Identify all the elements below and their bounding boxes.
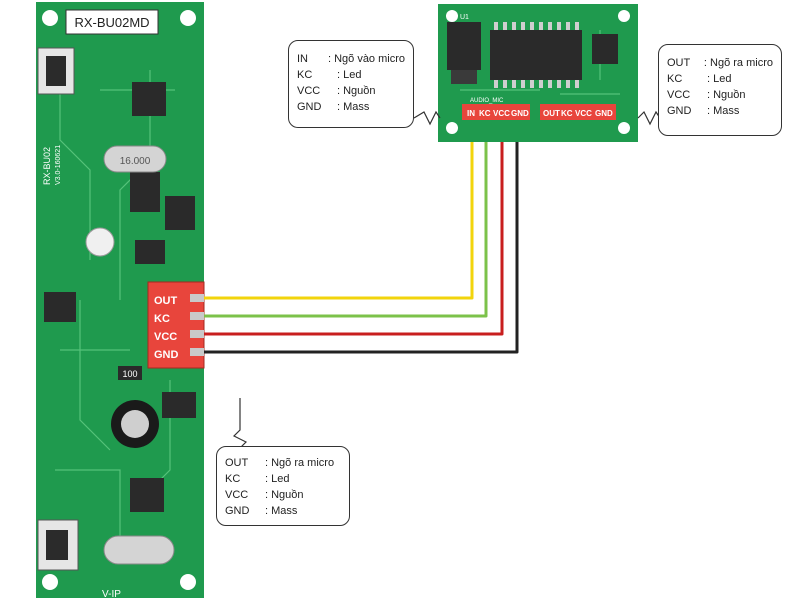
- legend-value: : Nguồn: [265, 489, 304, 501]
- input-header: [462, 104, 530, 120]
- silk-label: AUDIO_MIC: [470, 98, 504, 104]
- ic-chip: [130, 172, 160, 212]
- wire-kc: [204, 120, 488, 318]
- regulator-tab: [451, 70, 477, 84]
- ic-pins: [494, 22, 579, 88]
- in-pin-vcc: VCC: [493, 109, 510, 118]
- legend-key: VCC: [297, 85, 321, 97]
- legend-value: : Nguồn: [337, 85, 376, 97]
- legend-value: : Led: [707, 73, 732, 85]
- legend-value: : Led: [265, 473, 290, 485]
- model-label-box: [65, 9, 159, 35]
- mount-hole: [42, 10, 58, 26]
- legend-key: VCC: [225, 489, 249, 501]
- ic-chip: [132, 82, 166, 116]
- mount-hole: [180, 574, 196, 590]
- regulator: [447, 22, 481, 70]
- pointer-output-right: [637, 110, 661, 126]
- legend-key: VCC: [667, 89, 691, 101]
- output-header: [540, 104, 616, 120]
- in-pin-gnd: GND: [511, 109, 529, 118]
- wires: [204, 120, 519, 354]
- callout-input-legend: IN : Ngõ vào micro KC : Led VCC : Nguồn GND…: [288, 40, 414, 128]
- out-pin-gnd: GND: [595, 109, 613, 118]
- mount-hole: [446, 122, 458, 134]
- ic-chip: [162, 392, 196, 418]
- mount-hole: [42, 574, 58, 590]
- out-pin-out: OUT: [543, 109, 560, 118]
- legend-value: : Ngõ ra micro: [703, 57, 773, 69]
- legend-key: KC: [667, 73, 683, 85]
- bottom-label: V-IP: [102, 589, 121, 600]
- legend-value: : Mass: [265, 505, 298, 517]
- callout-output-legend-right: OUT : Ngõ ra micro KC : Led VCC : Nguồn GND…: [658, 44, 782, 136]
- legend-key: KC: [297, 69, 313, 81]
- pin-label-kc: KC: [154, 313, 170, 325]
- legend-value: : Ngõ vào micro: [327, 53, 405, 65]
- callout-pointers: [232, 110, 661, 449]
- crystal: [103, 145, 167, 173]
- side-small-label: V3.0-160621: [55, 145, 62, 185]
- mixer-board: U1 AUDIO_MIC IN KC VCC GND OUT KC VCC GN…: [438, 4, 638, 142]
- bottom-connector-slot: [46, 530, 68, 560]
- legend-value: : Mass: [337, 101, 370, 113]
- header-pin: [190, 348, 204, 356]
- capacitor-top: [121, 410, 149, 438]
- pointer-input: [413, 110, 441, 126]
- legend-value: : Mass: [707, 105, 740, 117]
- small-ic: [592, 34, 618, 64]
- mount-hole: [446, 10, 458, 22]
- legend-value: : Ngõ ra micro: [265, 457, 335, 469]
- ic-chip: [130, 478, 164, 512]
- top-connector-slot: [46, 56, 66, 86]
- main-ic: [490, 30, 582, 80]
- resistor: [118, 366, 142, 380]
- receiver-board: RX-BU02MD 16.000 RX-BU02 V3.0-160621 100…: [36, 2, 205, 600]
- crystal: [103, 535, 175, 565]
- legend-value: : Nguồn: [707, 89, 746, 101]
- header-pin: [190, 312, 204, 320]
- wire-out: [204, 120, 474, 300]
- callout-output-legend-bottom: OUT : Ngõ ra micro KC : Led VCC : Nguồn GND…: [216, 446, 350, 526]
- pointer-output-bottom: [232, 398, 248, 449]
- pin-label-out: OUT: [154, 295, 178, 307]
- wire-gnd: [204, 120, 519, 354]
- crystal-label: 16.000: [120, 156, 151, 167]
- chip-label: U1: [460, 14, 469, 21]
- legend-key: GND: [667, 105, 692, 117]
- ic-chip: [135, 240, 165, 264]
- legend-key: OUT: [667, 57, 691, 69]
- legend-value: : Led: [337, 69, 362, 81]
- legend-key: GND: [297, 101, 322, 113]
- legend-key: KC: [225, 473, 241, 485]
- mount-hole: [618, 10, 630, 22]
- mount-hole: [180, 10, 196, 26]
- in-pin-kc: KC: [479, 109, 491, 118]
- ic-chip: [44, 292, 76, 322]
- legend-key: GND: [225, 505, 250, 517]
- in-pin-in: IN: [467, 109, 475, 118]
- pin-label-vcc: VCC: [154, 331, 177, 343]
- pin-label-gnd: GND: [154, 349, 179, 361]
- component-label: 100: [122, 369, 137, 379]
- header-pin: [190, 294, 204, 302]
- out-pin-vcc: VCC: [575, 109, 592, 118]
- out-pin-kc: KC: [561, 109, 573, 118]
- ic-chip: [165, 196, 195, 230]
- header-pin: [190, 330, 204, 338]
- side-label: RX-BU02: [42, 147, 52, 185]
- mount-hole: [618, 122, 630, 134]
- legend-key: IN: [297, 53, 308, 65]
- model-label: RX-BU02MD: [74, 15, 149, 30]
- wire-vcc: [204, 120, 504, 336]
- coil: [85, 227, 115, 257]
- legend-key: OUT: [225, 457, 249, 469]
